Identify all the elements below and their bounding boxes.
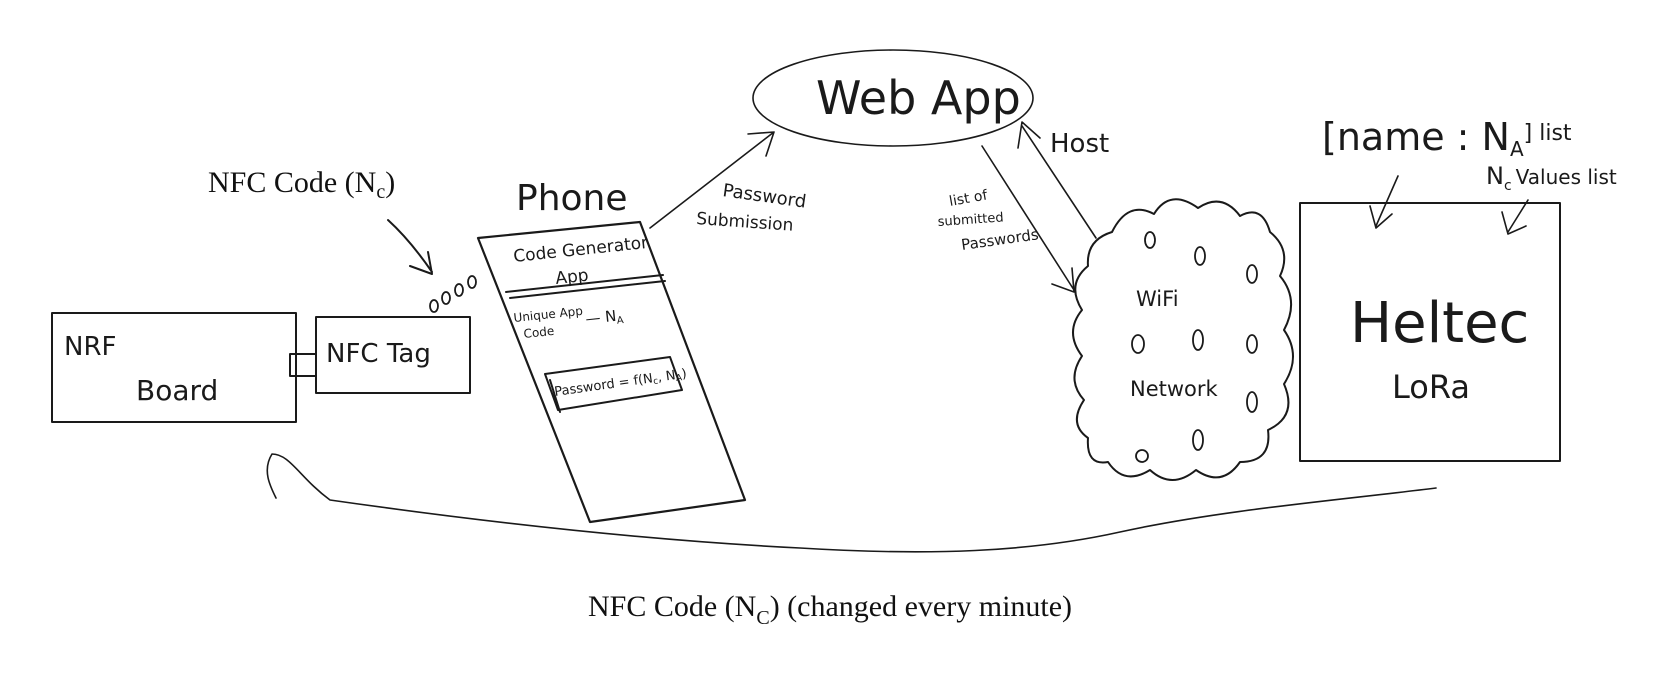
phone-app-divider-2 bbox=[509, 280, 666, 299]
phone-app-label-line1: Code Generator bbox=[512, 233, 649, 267]
submitted-passwords-line1: list of bbox=[948, 187, 990, 210]
host-label: Host bbox=[1050, 129, 1109, 159]
host-arrow bbox=[1017, 121, 1097, 239]
nfc-tag-box bbox=[315, 316, 471, 394]
wifi-label-line1: WiFi bbox=[1136, 287, 1179, 311]
heltec-label-line1: Heltec bbox=[1350, 291, 1529, 356]
board-tag-connector bbox=[289, 353, 317, 377]
webapp-label: Web App bbox=[816, 71, 1021, 125]
nfc-code-arrow bbox=[387, 219, 433, 275]
nfc-tag-label: NFC Tag bbox=[326, 339, 431, 369]
wifi-dots bbox=[1131, 231, 1258, 463]
submitted-passwords-line3: Passwords bbox=[960, 225, 1040, 254]
nrf-board-label-line1: NRF bbox=[64, 332, 116, 362]
wifi-label-line2: Network bbox=[1130, 377, 1219, 401]
wifi-cloud bbox=[1072, 198, 1294, 481]
nfc-code-circles bbox=[429, 275, 477, 313]
phone-body bbox=[476, 220, 747, 524]
nrf-board-box bbox=[51, 312, 297, 423]
password-submission-line2: Submission bbox=[696, 209, 794, 236]
name-list-label: [name : NA] list bbox=[1322, 115, 1572, 161]
phone-app-divider-1 bbox=[505, 274, 664, 293]
phone-title: Phone bbox=[516, 178, 628, 219]
name-list-arrow bbox=[1369, 175, 1399, 229]
bottom-caption: NFC Code (NC) (changed every minute) bbox=[588, 590, 1072, 629]
nc-values-arrow bbox=[1501, 199, 1529, 235]
webapp-ellipse bbox=[752, 49, 1034, 147]
heltec-lora-box bbox=[1299, 202, 1561, 462]
password-box bbox=[544, 356, 683, 413]
password-formula: Password = f(Nc, NA) bbox=[553, 367, 687, 401]
phone-unique-code-line1: Unique App bbox=[513, 304, 584, 325]
nrf-board-label-line2: Board bbox=[136, 374, 218, 407]
return-curve-arrow bbox=[266, 453, 1437, 553]
password-submission-line1: Password bbox=[721, 180, 807, 212]
phone-unique-code-var: — NA bbox=[585, 306, 625, 330]
submitted-passwords-line2: submitted bbox=[937, 210, 1004, 230]
phone-app-label-line2: App bbox=[554, 266, 589, 289]
password-submission-arrow bbox=[649, 131, 775, 229]
submitted-passwords-arrow bbox=[981, 145, 1075, 293]
nfc-code-label: NFC Code (Nc) bbox=[208, 166, 395, 203]
heltec-label-line2: LoRa bbox=[1392, 368, 1470, 406]
phone-unique-code-line2: Code bbox=[523, 324, 555, 341]
